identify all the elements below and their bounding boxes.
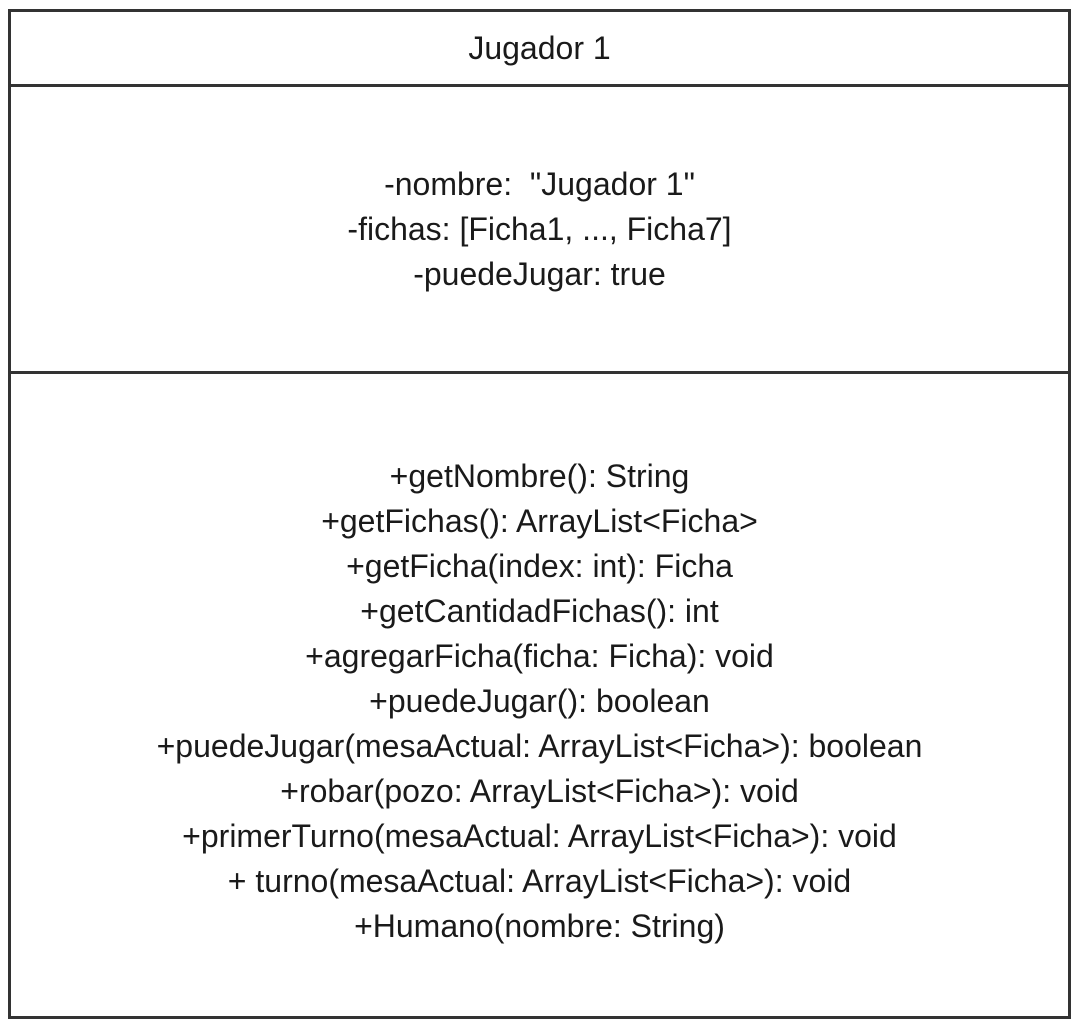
uml-class-box: Jugador 1 -nombre: "Jugador 1" -fichas: …: [8, 9, 1071, 1019]
method-turno: + turno(mesaActual: ArrayList<Ficha>): v…: [227, 862, 852, 899]
method-humano-constructor: +Humano(nombre: String): [354, 907, 725, 944]
attribute-fichas: -fichas: [Ficha1, ..., Ficha7]: [347, 210, 732, 247]
attribute-nombre: -nombre: "Jugador 1": [384, 165, 695, 202]
attribute-puede-jugar: -puedeJugar: true: [413, 255, 666, 292]
method-get-ficha: +getFicha(index: int): Ficha: [346, 547, 733, 584]
method-puede-jugar-mesa: +puedeJugar(mesaActual: ArrayList<Ficha>…: [156, 727, 923, 764]
methods-compartment: +getNombre(): String +getFichas(): Array…: [11, 374, 1068, 1016]
attributes-compartment: -nombre: "Jugador 1" -fichas: [Ficha1, .…: [11, 87, 1068, 374]
method-robar: +robar(pozo: ArrayList<Ficha>): void: [280, 772, 799, 809]
method-puede-jugar: +puedeJugar(): boolean: [369, 682, 710, 719]
method-get-fichas: +getFichas(): ArrayList<Ficha>: [321, 502, 758, 539]
class-name-compartment: Jugador 1: [11, 12, 1068, 87]
method-primer-turno: +primerTurno(mesaActual: ArrayList<Ficha…: [182, 817, 897, 854]
method-get-cantidad-fichas: +getCantidadFichas(): int: [360, 592, 719, 629]
class-name: Jugador 1: [468, 30, 611, 66]
method-agregar-ficha: +agregarFicha(ficha: Ficha): void: [305, 637, 774, 674]
method-get-nombre: +getNombre(): String: [389, 457, 690, 494]
